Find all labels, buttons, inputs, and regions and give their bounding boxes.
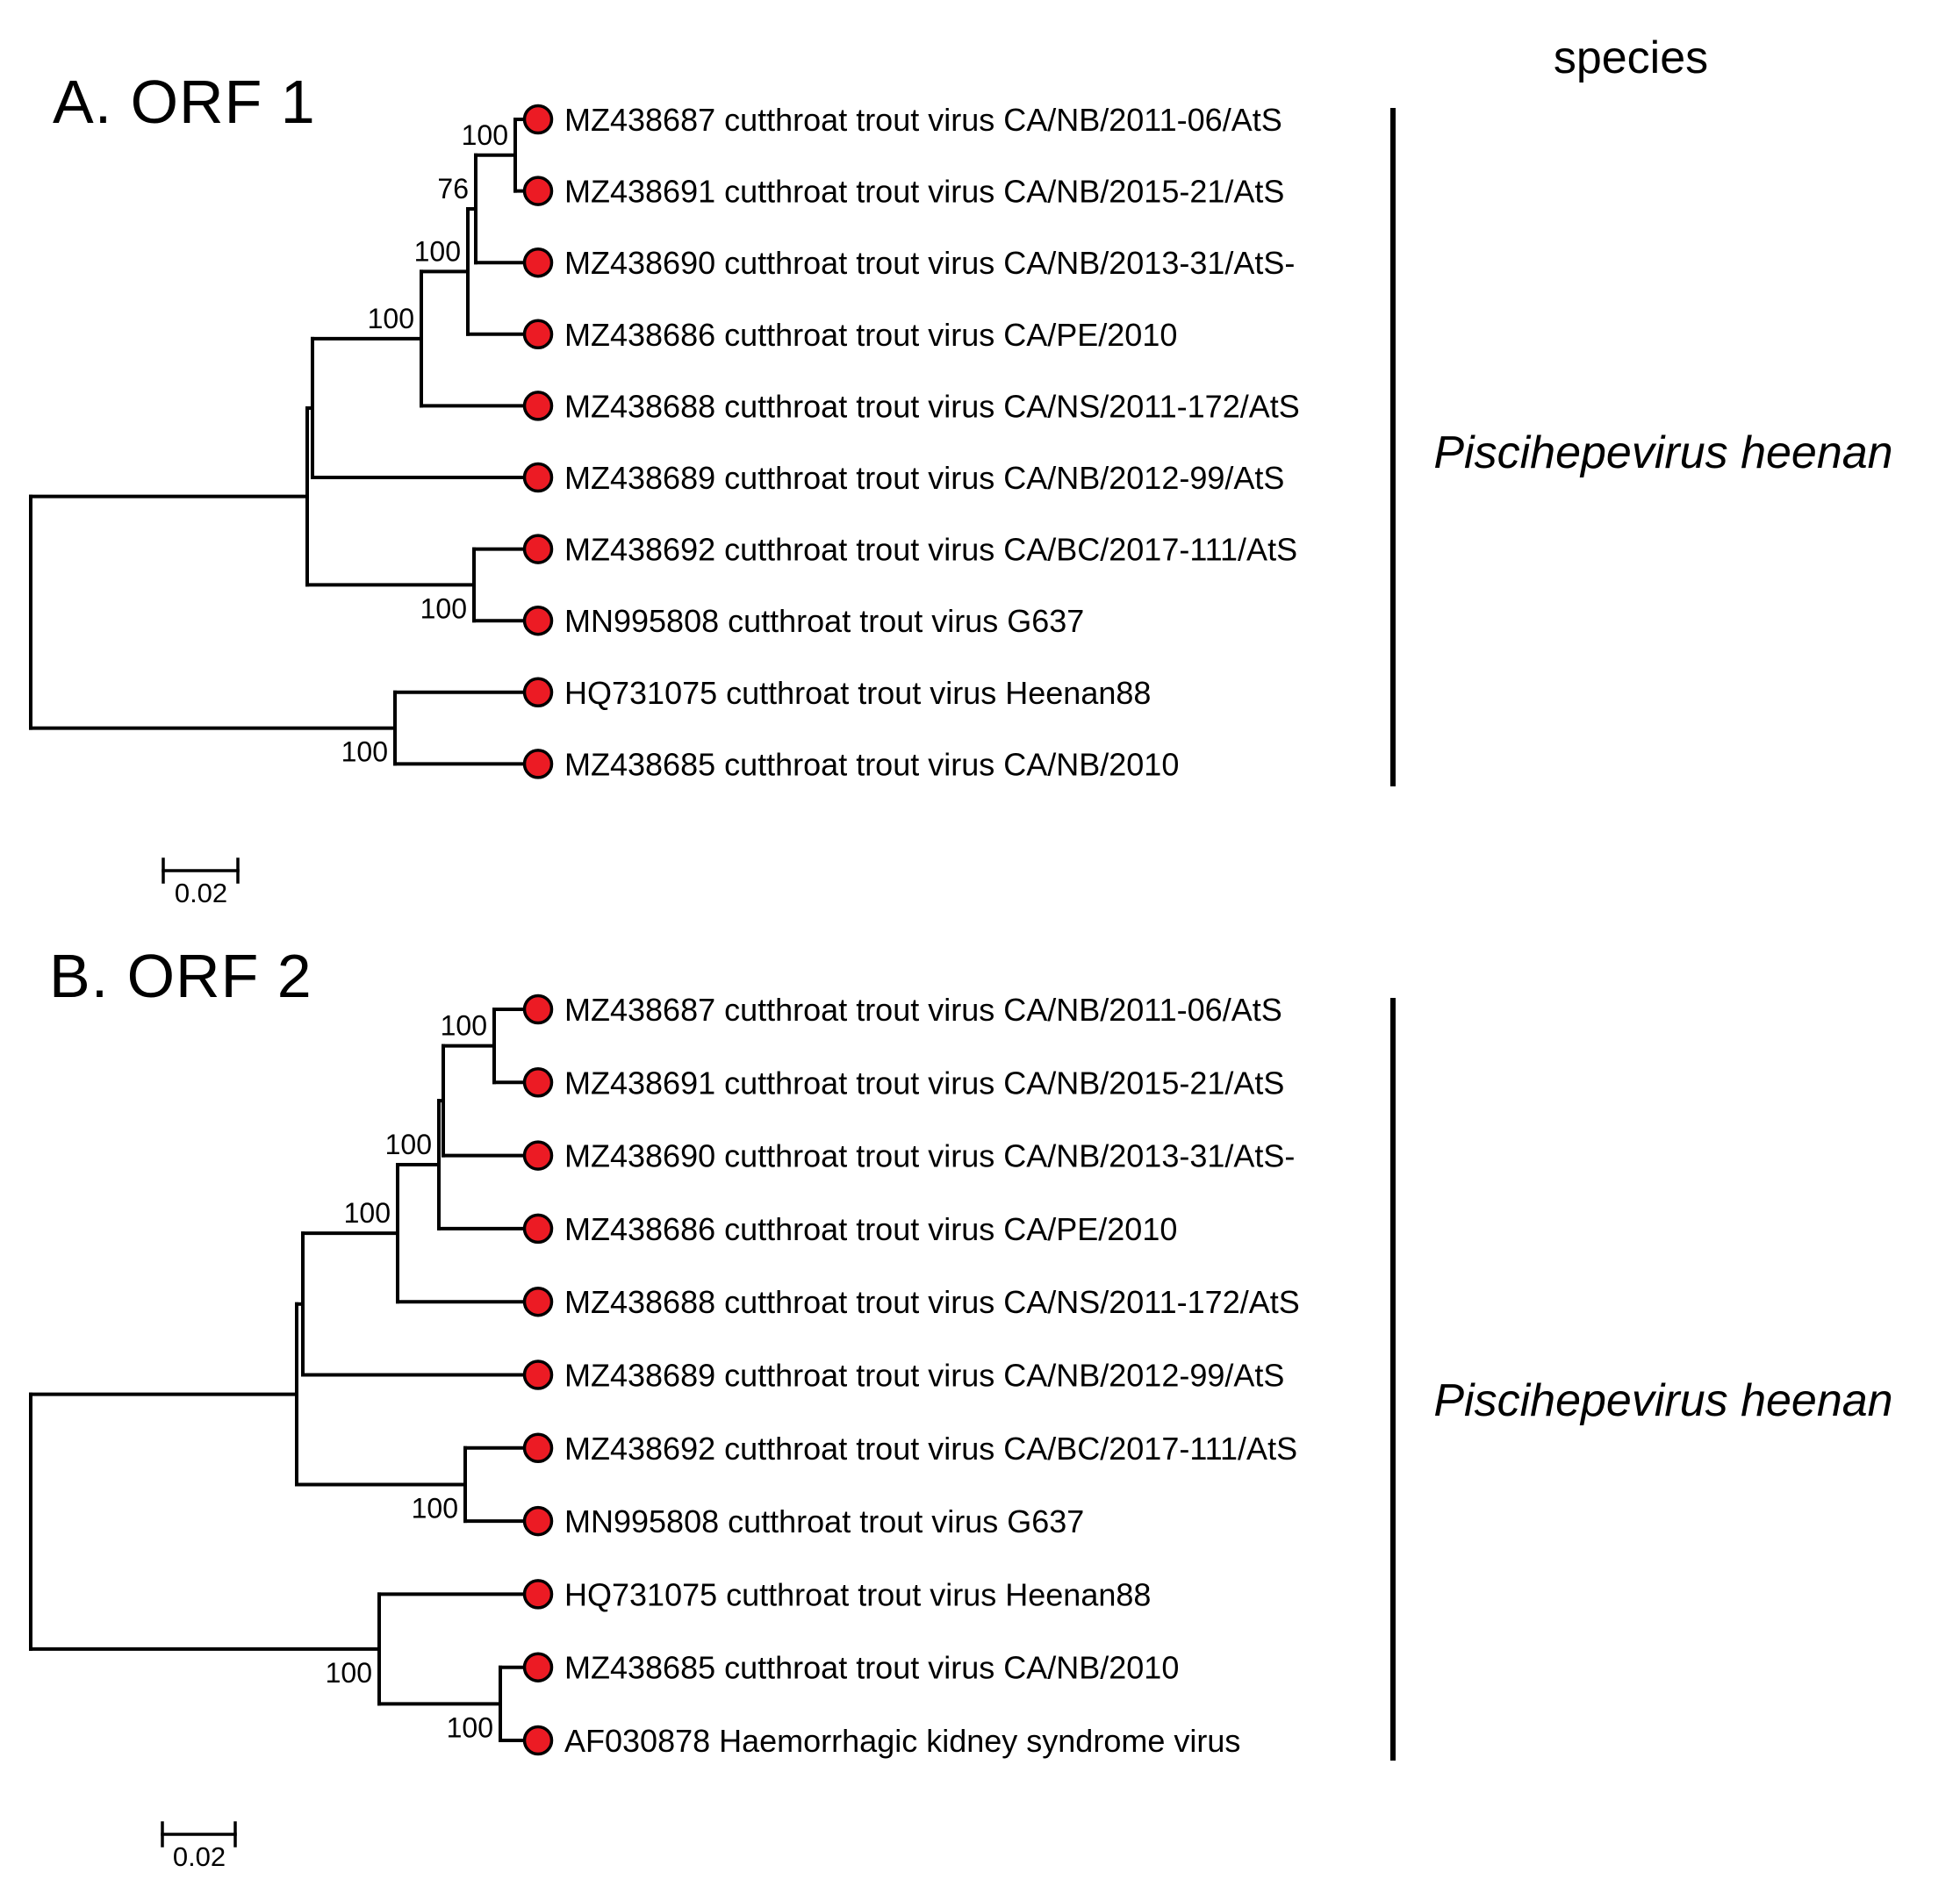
taxon-label: MZ438691 cutthroat trout virus CA/NB/201… — [564, 174, 1284, 210]
taxon-marker-icon — [522, 1140, 554, 1171]
taxon-marker-icon — [522, 247, 554, 278]
taxon-label: MZ438688 cutthroat trout virus CA/NS/201… — [564, 1284, 1300, 1320]
taxon-marker-icon — [522, 1286, 554, 1317]
taxon-marker-icon — [522, 1213, 554, 1245]
taxon-marker-icon — [522, 462, 554, 493]
taxon-label: MZ438688 cutthroat trout virus CA/NS/201… — [564, 388, 1300, 424]
taxon-label: AF030878 Haemorrhagic kidney syndrome vi… — [564, 1723, 1240, 1759]
taxon-label: MZ438689 cutthroat trout virus CA/NB/201… — [564, 1358, 1284, 1394]
taxon-marker-icon — [522, 319, 554, 350]
taxon-marker-icon — [522, 534, 554, 564]
taxon-marker-icon — [522, 605, 554, 636]
bootstrap-value: 100 — [462, 119, 508, 151]
taxon-marker-icon — [522, 176, 554, 206]
taxon-label: MZ438691 cutthroat trout virus CA/NB/201… — [564, 1065, 1284, 1101]
scale-bar-label-a: 0.02 — [174, 878, 228, 908]
taxon-marker-icon — [522, 1432, 554, 1464]
bootstrap-value: 100 — [344, 1197, 391, 1229]
species-column-header: species — [1553, 32, 1709, 83]
bootstrap-value: 100 — [385, 1129, 432, 1160]
bootstrap-value: 100 — [447, 1711, 493, 1743]
taxon-label: MZ438692 cutthroat trout virus CA/BC/201… — [564, 1431, 1297, 1467]
taxon-marker-icon — [522, 1579, 554, 1610]
taxon-label: MN995808 cutthroat trout virus G637 — [564, 1503, 1084, 1539]
taxon-label: MZ438686 cutthroat trout virus CA/PE/201… — [564, 317, 1177, 353]
taxon-label: MZ438686 cutthroat trout virus CA/PE/201… — [564, 1211, 1177, 1247]
taxon-marker-icon — [522, 1505, 554, 1537]
taxon-label: MZ438687 cutthroat trout virus CA/NB/201… — [564, 102, 1282, 138]
bootstrap-value: 100 — [441, 1010, 487, 1042]
taxon-label: MZ438687 cutthroat trout virus CA/NB/201… — [564, 992, 1282, 1028]
bootstrap-value: 100 — [414, 235, 461, 267]
scale-bar-label-b: 0.02 — [172, 1841, 226, 1872]
bootstrap-value: 100 — [326, 1657, 372, 1689]
species-annotation-panel-b: Piscihepevirus heenan — [1433, 1375, 1893, 1426]
bootstrap-value: 100 — [412, 1492, 458, 1524]
taxon-marker-icon — [522, 749, 554, 779]
taxon-label: MZ438690 cutthroat trout virus CA/NB/201… — [564, 245, 1295, 281]
taxon-marker-icon — [522, 1067, 554, 1098]
taxon-label: MZ438692 cutthroat trout virus CA/BC/201… — [564, 532, 1297, 568]
bootstrap-value: 100 — [368, 303, 414, 334]
taxon-marker-icon — [522, 994, 554, 1025]
taxon-marker-icon — [522, 104, 554, 135]
taxon-label: MZ438685 cutthroat trout virus CA/NB/201… — [564, 1650, 1179, 1686]
taxon-label: MZ438690 cutthroat trout virus CA/NB/201… — [564, 1138, 1295, 1174]
taxon-label: HQ731075 cutthroat trout virus Heenan88 — [564, 675, 1151, 711]
taxon-label: MZ438685 cutthroat trout virus CA/NB/201… — [564, 746, 1179, 782]
taxon-label: MZ438689 cutthroat trout virus CA/NB/201… — [564, 460, 1284, 496]
taxon-marker-icon — [522, 1725, 554, 1756]
bootstrap-value: 76 — [437, 173, 469, 204]
species-annotation-panel-a: Piscihepevirus heenan — [1433, 427, 1893, 478]
taxon-marker-icon — [522, 1652, 554, 1682]
bootstrap-value: 100 — [341, 736, 388, 768]
panel-b-title: B. ORF 2 — [49, 942, 312, 1010]
taxon-marker-icon — [522, 391, 554, 421]
bootstrap-value: 100 — [420, 592, 467, 624]
taxon-marker-icon — [522, 677, 554, 708]
taxon-label: HQ731075 cutthroat trout virus Heenan88 — [564, 1576, 1151, 1612]
taxon-label: MN995808 cutthroat trout virus G637 — [564, 603, 1084, 639]
taxon-marker-icon — [522, 1360, 554, 1390]
panel-a-title: A. ORF 1 — [53, 68, 316, 136]
